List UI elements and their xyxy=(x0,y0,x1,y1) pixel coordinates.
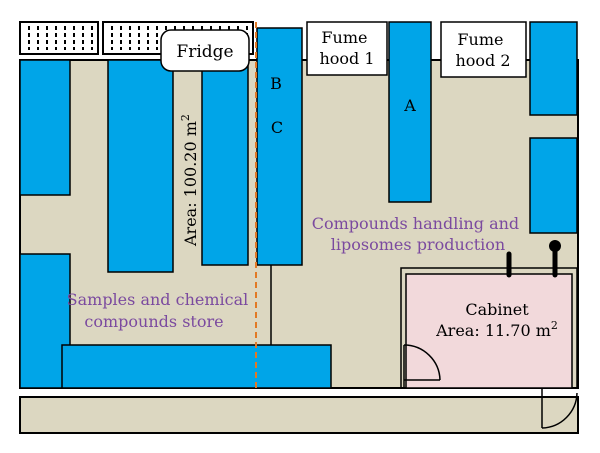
fume-hood-1 xyxy=(306,21,388,76)
bench-store-1 xyxy=(107,59,174,273)
bench-a-label: A xyxy=(403,96,416,115)
corridor-floor xyxy=(19,396,579,434)
cabinet-door xyxy=(403,344,441,388)
fume-hood-2-label: Fume hood 2 xyxy=(455,30,510,70)
bench-left-top xyxy=(19,59,71,196)
cabinet-title: Cabinet xyxy=(465,300,529,319)
bench-right-mid xyxy=(529,137,578,234)
cabinet-area-label: Area: 11.70 m2 xyxy=(435,319,558,340)
bench-store-2 xyxy=(201,59,249,266)
fridge xyxy=(160,29,250,72)
handling-zone-label: Compounds handling and liposomes product… xyxy=(312,214,525,254)
bench-right-top xyxy=(529,21,578,116)
fume-hood-1-label: Fume hood 1 xyxy=(319,28,374,68)
store-area-label: Area: 100.20 m2 xyxy=(179,114,200,247)
fridge-label: Fridge xyxy=(176,42,233,62)
bench-c-label: C xyxy=(271,118,283,137)
bench-bottom xyxy=(61,344,332,389)
bench-b-label: B xyxy=(270,74,282,93)
corridor-door xyxy=(541,388,578,429)
tap-right xyxy=(549,240,561,278)
hatched-shelf-1 xyxy=(19,21,99,55)
cabinet-room xyxy=(405,273,573,389)
fume-hood-2 xyxy=(440,21,527,78)
bench-bc xyxy=(256,27,303,266)
store-zone-label: Samples and chemical compounds store xyxy=(67,290,254,331)
bench-a xyxy=(388,21,432,203)
